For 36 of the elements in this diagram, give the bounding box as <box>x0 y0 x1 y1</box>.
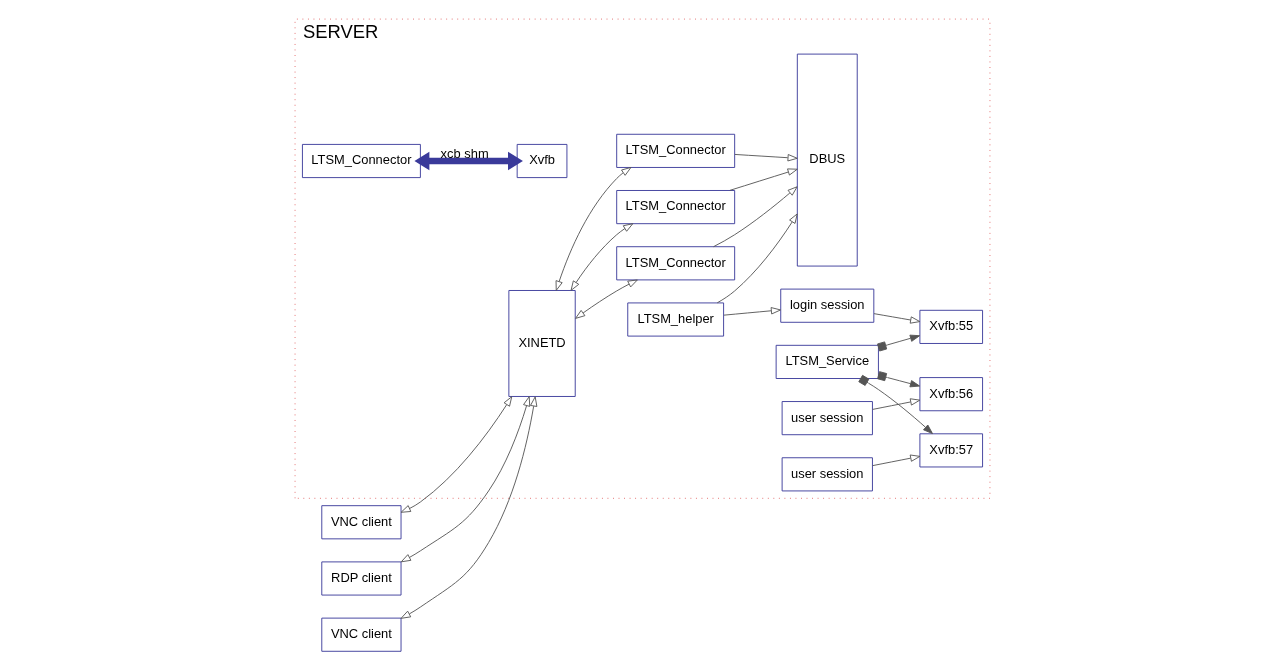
node-box: LTSM_Connector <box>615 133 735 168</box>
arrow <box>876 334 920 352</box>
arrow <box>555 167 631 291</box>
arrow <box>871 454 920 467</box>
arrow <box>400 396 537 619</box>
node-box: LTSM_Service <box>775 344 879 379</box>
node-box: LTSM_helper <box>626 302 724 337</box>
node-box: LTSM_Connector <box>615 190 735 225</box>
arrow <box>570 223 633 291</box>
node-box: LTSM_Connector <box>615 246 735 281</box>
node-box: Xvfb <box>516 143 567 179</box>
arrow <box>728 168 798 191</box>
node-box: LTSM_Connector <box>301 143 421 179</box>
node-box: DBUS <box>796 53 858 267</box>
edge-label: xcb shm <box>440 145 489 161</box>
node-box: user session <box>781 401 873 436</box>
node-box: Xvfb:55 <box>918 309 983 344</box>
node-box: user session <box>781 457 873 492</box>
arrow <box>413 151 523 171</box>
arrow <box>400 396 530 563</box>
arrow <box>712 186 798 248</box>
node-box: VNC client <box>320 617 401 652</box>
node-box: RDP client <box>320 561 401 596</box>
arrow <box>733 154 798 162</box>
arrow <box>871 398 920 410</box>
arrow <box>723 307 781 316</box>
node-box: VNC client <box>320 505 401 540</box>
node-box: login session <box>779 288 874 323</box>
node-box: Xvfb:56 <box>918 377 983 412</box>
arrow <box>400 396 512 513</box>
arrow <box>716 213 798 304</box>
node-box: Xvfb:57 <box>918 433 983 468</box>
arrow <box>873 313 920 324</box>
arrow <box>876 371 920 388</box>
arrow <box>574 279 638 319</box>
node-box: XINETD <box>507 290 576 397</box>
